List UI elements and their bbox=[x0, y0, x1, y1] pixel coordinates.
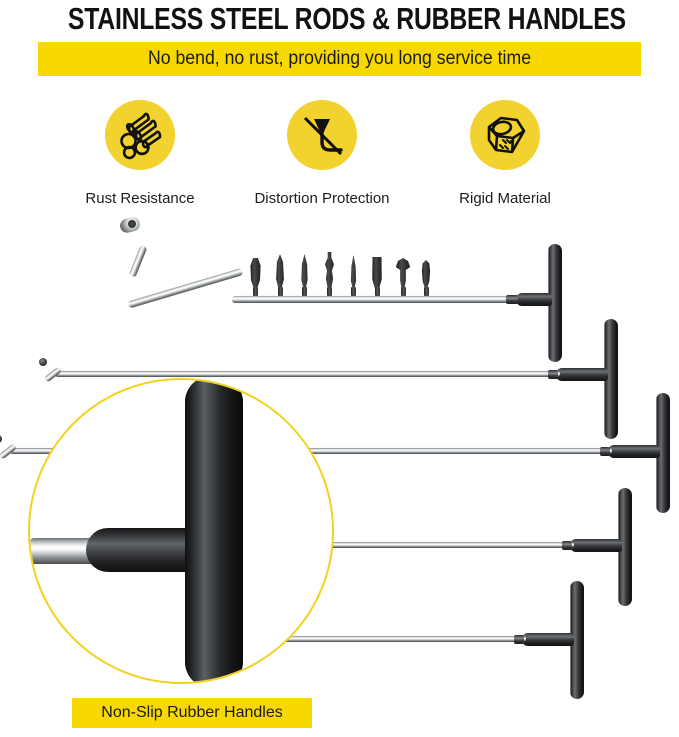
feature-label: Rigid Material bbox=[459, 190, 551, 207]
rod-4-straight-rubber-grip bbox=[570, 539, 622, 552]
feature-label: Rust Resistance bbox=[85, 190, 195, 207]
rod-1-hooked-rubber-grip bbox=[516, 293, 552, 306]
tip-cone-slim bbox=[301, 254, 308, 288]
tip-needle-stem bbox=[351, 287, 356, 296]
rod-2-straight-shaft bbox=[55, 371, 560, 377]
feature-label: Distortion Protection bbox=[254, 190, 390, 207]
tip-flat-cylinder-stem bbox=[374, 287, 380, 296]
rod-1-hooked-bend-segment bbox=[127, 268, 243, 309]
rod-4-straight-t-handle bbox=[618, 488, 632, 606]
tip-cone-sharp-stem bbox=[277, 287, 283, 296]
rod-2-straight-t-handle bbox=[604, 319, 618, 439]
tip-round-dome bbox=[421, 260, 431, 288]
tip-needle bbox=[350, 255, 357, 288]
feature-item-distortion-protection: Distortion Protection bbox=[254, 100, 390, 207]
tip-mushroom-stem bbox=[400, 287, 406, 296]
feature-item-rust-resistance: Rust Resistance bbox=[85, 100, 195, 207]
subtitle-band: No bend, no rust, providing you long ser… bbox=[38, 42, 641, 76]
feature-icon-circle bbox=[105, 100, 175, 170]
rod-1-hooked-tip-socket bbox=[128, 220, 136, 228]
rod-2-straight-rubber-grip bbox=[556, 368, 608, 381]
tip-tapered-blunt-stem bbox=[253, 287, 258, 296]
rod-2-straight-ferrule bbox=[548, 369, 558, 379]
tip-flat-cylinder bbox=[372, 257, 382, 288]
hex-nut-icon bbox=[487, 116, 526, 154]
rod-5-straight-shaft bbox=[108, 636, 526, 642]
rod-3-straight-ferrule bbox=[600, 446, 610, 456]
rod-4-straight-ferrule bbox=[562, 540, 572, 550]
badge-label: Non-Slip Rubber Handles bbox=[101, 704, 283, 721]
rod-3-straight-tip-knob bbox=[0, 435, 2, 443]
tip-cone-slim-stem bbox=[302, 287, 307, 296]
rod-2-straight-tip-knob bbox=[39, 358, 47, 366]
rod-1-hooked-t-handle bbox=[548, 244, 562, 362]
feature-icon-circle bbox=[470, 100, 540, 170]
rod-5-straight-ferrule bbox=[514, 634, 524, 644]
rod-3-straight-rubber-grip bbox=[608, 445, 660, 458]
handle-closeup-magnifier bbox=[28, 378, 334, 684]
tip-round-dome-stem bbox=[423, 287, 429, 296]
tip-tapered-blunt bbox=[250, 258, 261, 288]
subtitle-text: No bend, no rust, providing you long ser… bbox=[147, 48, 532, 69]
feature-item-rigid-material: Rigid Material bbox=[459, 100, 551, 207]
tool-tips-row bbox=[248, 246, 438, 296]
feature-list: Rust Resistance Distortion Protection bbox=[0, 100, 679, 215]
tip-cone-sharp bbox=[276, 254, 284, 288]
tip-stepped-spear-stem bbox=[327, 287, 332, 296]
rod-1-hooked-ferrule bbox=[506, 295, 518, 304]
rod-5-straight-t-handle bbox=[570, 581, 584, 699]
rod-5-straight-rubber-grip bbox=[522, 633, 574, 646]
rod-3-straight-t-handle bbox=[656, 393, 670, 513]
magnified-t-handle-bar bbox=[185, 380, 243, 682]
bent-rod-prohibited-icon bbox=[303, 116, 343, 156]
page-title: STAINLESS STEEL RODS & RUBBER HANDLES bbox=[67, 1, 626, 36]
feature-icon-circle bbox=[287, 100, 357, 170]
status-badge: Non-Slip Rubber Handles bbox=[72, 698, 312, 728]
stacked-rods-icon bbox=[120, 112, 162, 160]
rod-1-hooked-hook-neck bbox=[128, 245, 148, 278]
tip-stepped-spear bbox=[325, 252, 334, 288]
rod-1-hooked-shaft bbox=[232, 296, 518, 303]
